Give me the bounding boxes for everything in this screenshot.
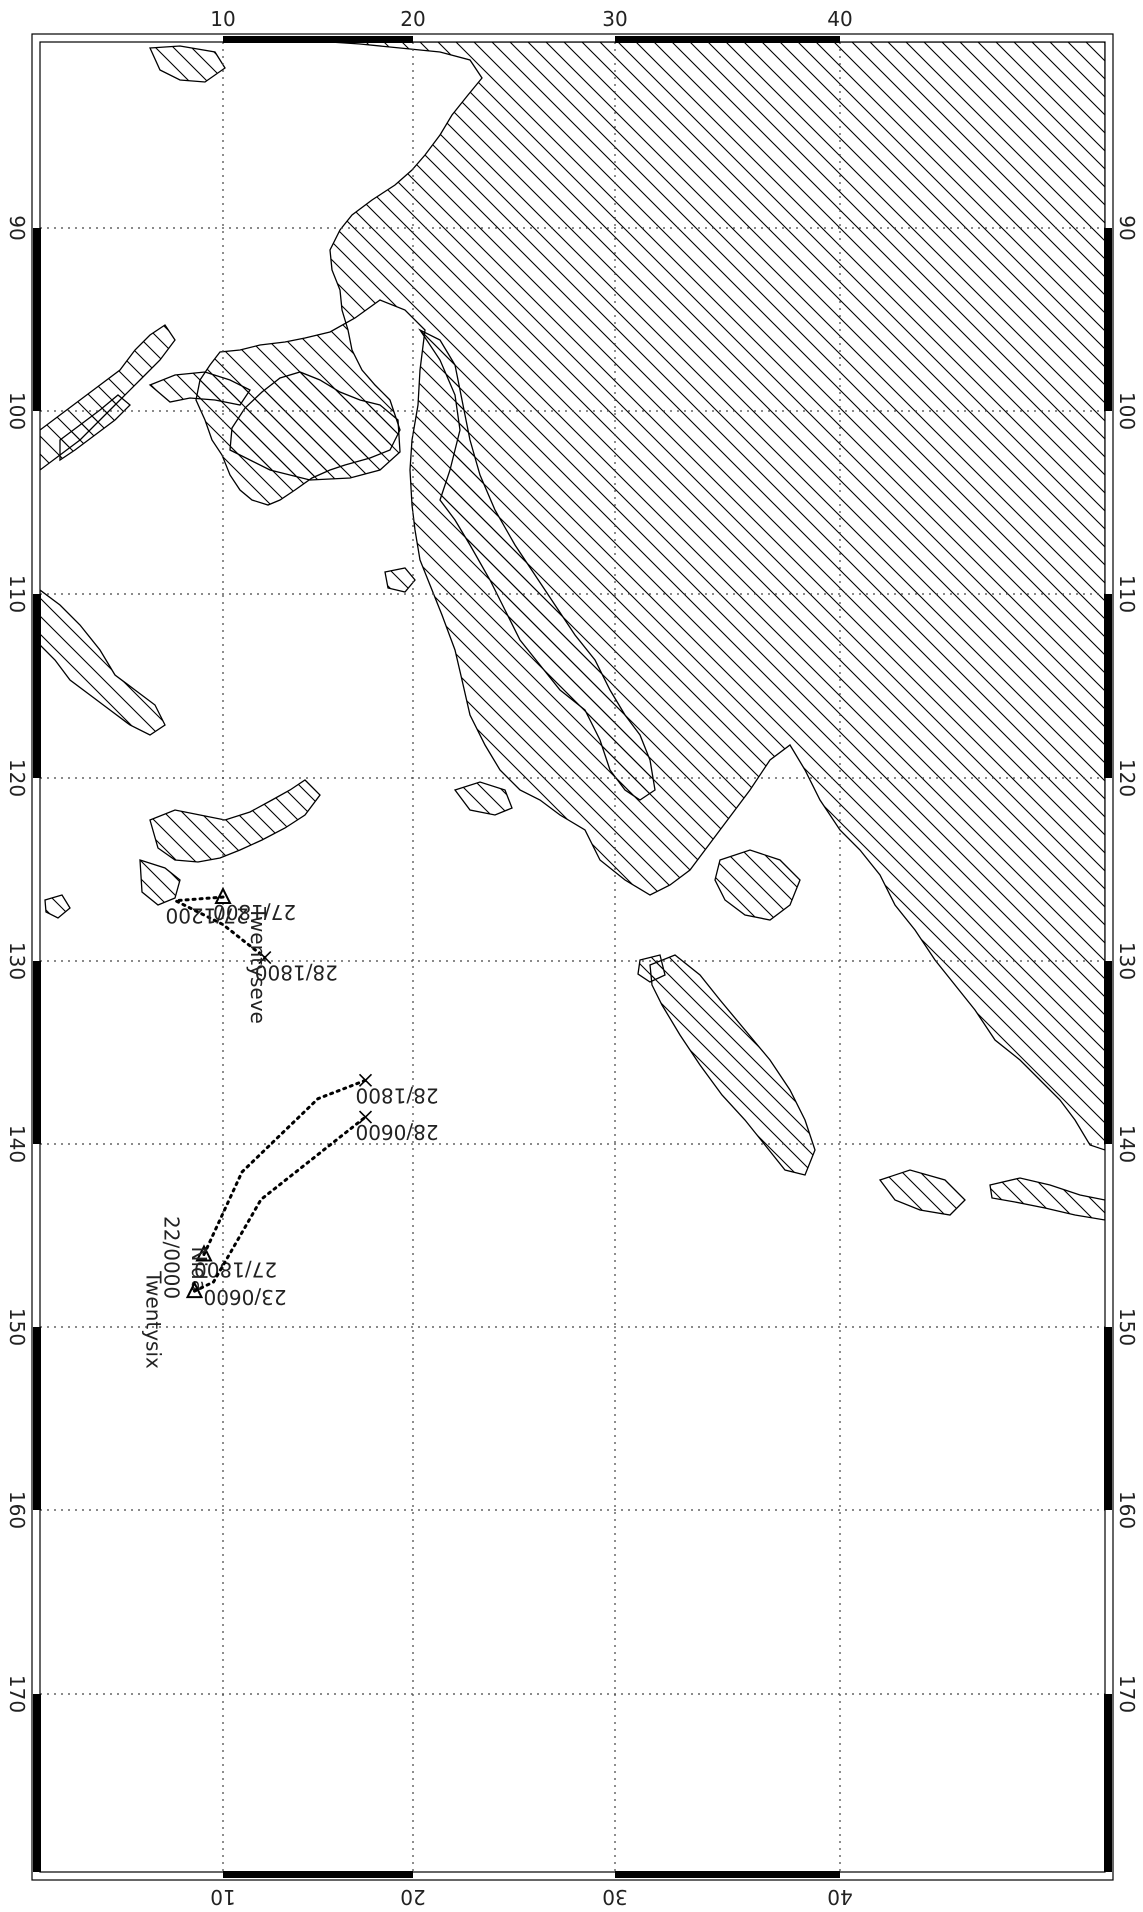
lon-label-left-120: 120	[5, 759, 29, 797]
lon-label-right-130: 130	[1115, 942, 1139, 980]
lat-label-bottom-10: 10	[210, 1885, 235, 1909]
lon-label-left-90: 90	[5, 215, 29, 240]
lon-label-right-100: 100	[1115, 392, 1139, 430]
graticule	[40, 42, 1105, 1872]
sakhalin	[989, 1177, 1105, 1221]
map-frame	[31, 33, 1114, 1881]
track-end-marker	[258, 950, 272, 965]
lon-label-right-90: 90	[1115, 215, 1139, 240]
storm-name-label: Twentyseve	[246, 906, 270, 1024]
land-masses	[40, 42, 1105, 1221]
korea	[714, 849, 801, 921]
lat-label-top-40: 40	[827, 7, 852, 31]
taiwan	[453, 781, 513, 816]
lat-label-top-30: 30	[602, 7, 627, 31]
lat-label-top-20: 20	[400, 7, 425, 31]
storm-tracks: Twentyseve27/180027/120028/1800Nida27/18…	[142, 886, 439, 1369]
lat-label-bottom-40: 40	[827, 1885, 852, 1909]
lon-label-left-140: 140	[5, 1125, 29, 1163]
lon-label-right-140: 140	[1115, 1125, 1139, 1163]
small-island-1	[384, 567, 416, 593]
lon-labels-left: 90 100 110 120 130 140 150 160 170	[5, 215, 29, 1713]
lon-label-right-120: 120	[1115, 759, 1139, 797]
lat-labels-top: 10 20 30 40	[210, 7, 852, 31]
philippines	[149, 779, 321, 863]
lon-labels-right: 90 100 110 120 130 140 150 160 170	[1115, 215, 1139, 1713]
japan-kyushu	[637, 954, 666, 983]
track-time-label: 28/1800	[255, 961, 338, 985]
track-line-twentyseve	[170, 895, 267, 960]
track-time-label: 27/1800	[194, 1257, 277, 1281]
lat-label-bottom-20: 20	[400, 1885, 425, 1909]
lon-label-right-110: 110	[1115, 575, 1139, 613]
lat-label-top-10: 10	[210, 7, 235, 31]
lat-label-bottom-30: 30	[602, 1885, 627, 1909]
track-line-twentysix	[193, 1115, 367, 1293]
indochina-south	[418, 328, 656, 801]
lon-label-left-130: 130	[5, 942, 29, 980]
new-guinea	[149, 45, 226, 83]
track-time-label: 28/1800	[356, 1083, 439, 1107]
sumatra	[40, 589, 166, 736]
lesser-sunda	[59, 394, 131, 462]
lat-labels-bottom: 10 20 30 40	[210, 1885, 852, 1909]
track-time-label: 23/0600	[204, 1285, 287, 1309]
lon-label-left-160: 160	[5, 1491, 29, 1529]
track-time-label: 27/1200	[166, 904, 249, 928]
track-end-marker	[358, 1073, 373, 1087]
lon-label-right-150: 150	[1115, 1308, 1139, 1346]
lon-label-right-170: 170	[1115, 1675, 1139, 1713]
track-end-marker	[358, 1110, 373, 1124]
borneo	[229, 371, 401, 481]
japan-honshu	[649, 954, 816, 1176]
lon-label-left-150: 150	[5, 1308, 29, 1346]
track-start-marker	[185, 1280, 204, 1299]
japan-hokkaido	[878, 1169, 966, 1216]
lon-label-left-170: 170	[5, 1675, 29, 1713]
track-time-label: 22/0000	[160, 1216, 184, 1299]
asia-mainland	[195, 42, 1105, 1151]
track-line-nida	[202, 1078, 367, 1256]
lon-label-left-100: 100	[5, 392, 29, 430]
track-start-marker	[214, 886, 232, 905]
sulawesi	[148, 371, 251, 406]
track-time-label: 27/1800	[213, 900, 296, 924]
small-island-2	[44, 894, 71, 919]
lon-label-right-160: 160	[1115, 1491, 1139, 1529]
philippines-mindanao	[139, 859, 181, 906]
track-time-label: 28/0600	[356, 1120, 439, 1144]
storm-name-label: Twentysix	[142, 1270, 166, 1369]
lon-label-left-110: 110	[5, 575, 29, 613]
track-start-marker	[195, 1244, 213, 1262]
